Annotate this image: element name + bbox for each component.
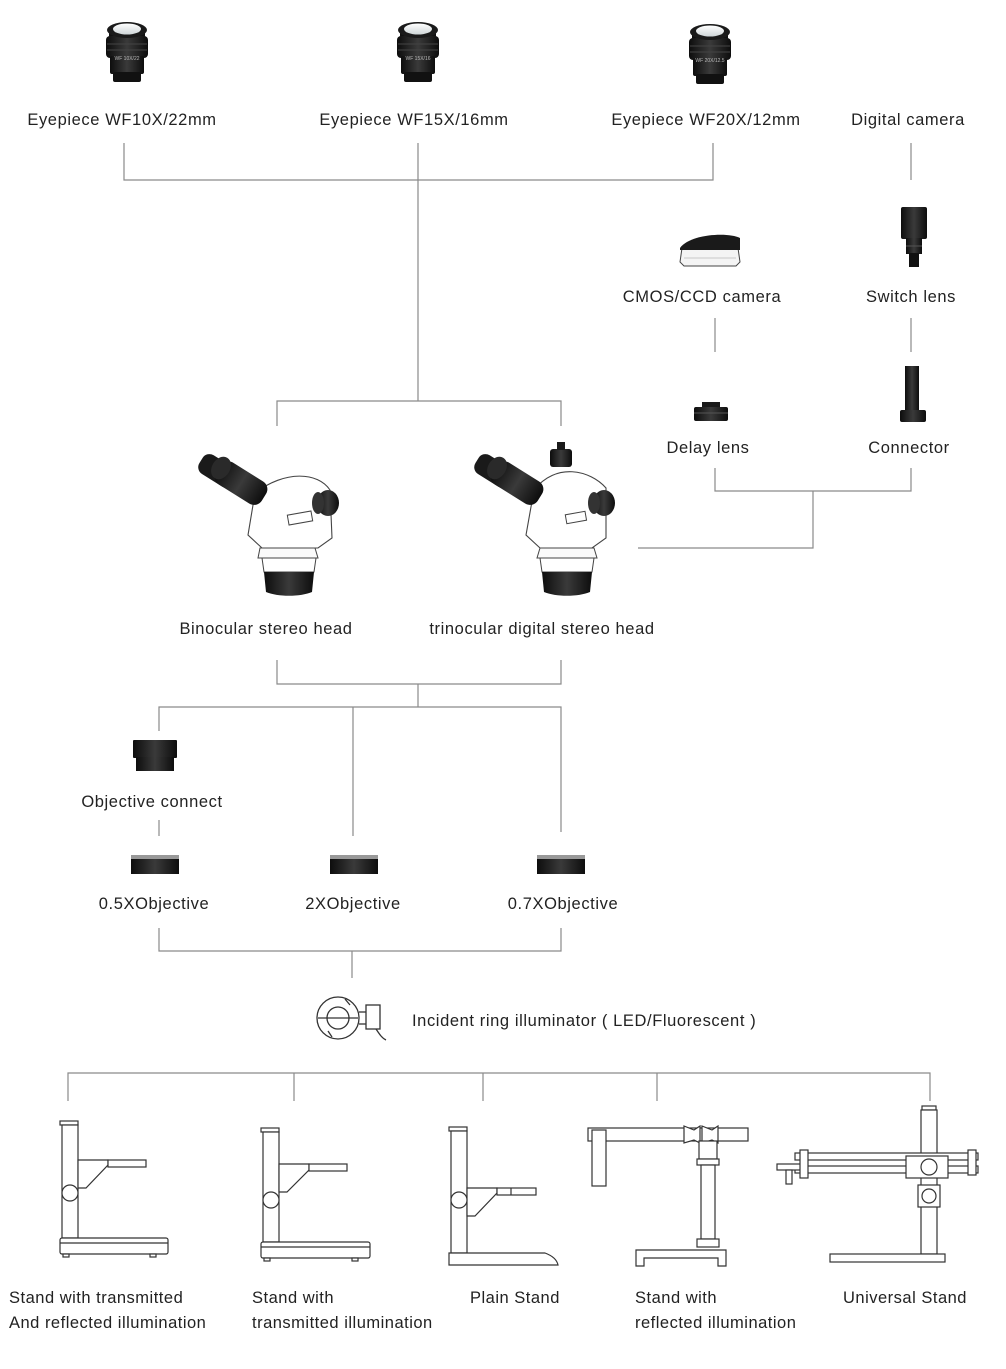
stand-label-line2: And reflected illumination (9, 1314, 207, 1332)
objective-07x-label: 0.7XObjective (507, 895, 619, 913)
svg-text:WF 15X/16: WF 15X/16 (405, 56, 430, 62)
universal-stand-icon (776, 1105, 979, 1263)
stand-label-line1: Universal Stand (843, 1289, 967, 1307)
digital-camera-label: Digital camera (851, 111, 965, 129)
objective-2x-label: 2XObjective (305, 895, 401, 913)
ring-illuminator-label: Incident ring illuminator ( LED/Fluoresc… (412, 1012, 757, 1030)
connector-icon (900, 366, 926, 422)
stand-label-line1: Stand with (252, 1289, 335, 1307)
cmos-camera-label: CMOS/CCD camera (622, 288, 782, 306)
stand-label-line1: Stand with transmitted (9, 1289, 184, 1307)
objective-07x-icon (537, 855, 585, 874)
switch-lens-icon (901, 207, 927, 267)
connector-lines (67, 143, 931, 1101)
stand-transmitted-label: Stand with transmitted illumination (252, 1286, 433, 1336)
eyepiece-wf15x-label: Eyepiece WF15X/16mm (319, 111, 509, 129)
binocular-head-label: Binocular stereo head (179, 620, 353, 638)
cmos-camera-icon (679, 234, 741, 267)
stand-transmitted-reflected-label: Stand with transmitted And reflected ill… (9, 1286, 206, 1336)
plain-stand-label: Plain Stand (470, 1286, 560, 1311)
stand-label-line2: reflected illumination (635, 1314, 797, 1332)
stand-reflected-label: Stand with reflected illumination (635, 1286, 796, 1336)
stand-reflected-icon (587, 1124, 749, 1267)
trinocular-head-label: trinocular digital stereo head (429, 620, 655, 638)
stand-label-line1: Stand with (635, 1289, 718, 1307)
stand-transmitted-icon (260, 1127, 371, 1262)
eyepiece-wf15x-icon: WF 15X/16 (396, 21, 440, 83)
objective-05x-icon (131, 855, 179, 874)
stand-transmitted-reflected-icon (59, 1120, 169, 1258)
objective-connect-label: Objective connect (81, 793, 223, 811)
eyepiece-wf10x-icon: WF 10X/22 (105, 21, 149, 83)
svg-text:WF 10X/22: WF 10X/22 (114, 56, 139, 62)
switch-lens-label: Switch lens (865, 288, 957, 306)
eyepiece-wf20x-label: Eyepiece WF20X/12mm (611, 111, 801, 129)
objective-connect-icon (133, 740, 177, 771)
plain-stand-icon (448, 1126, 559, 1266)
ring-illuminator-icon (316, 996, 387, 1041)
eyepiece-wf20x-icon: WF 20X/12.5 (688, 23, 732, 85)
delay-lens-label: Delay lens (666, 439, 750, 457)
eyepiece-wf10x-label: Eyepiece WF10X/22mm (27, 111, 217, 129)
universal-stand-label: Universal Stand (843, 1286, 967, 1311)
connector-label: Connector (868, 439, 950, 457)
svg-text:WF 20X/12.5: WF 20X/12.5 (695, 58, 724, 64)
stand-label-line2: transmitted illumination (252, 1314, 433, 1332)
objective-2x-icon (330, 855, 378, 874)
binocular-head-icon (198, 454, 339, 596)
trinocular-head-icon (474, 442, 615, 596)
delay-lens-icon (694, 402, 728, 421)
stand-label-line1: Plain Stand (470, 1289, 560, 1307)
objective-05x-label: 0.5XObjective (98, 895, 210, 913)
